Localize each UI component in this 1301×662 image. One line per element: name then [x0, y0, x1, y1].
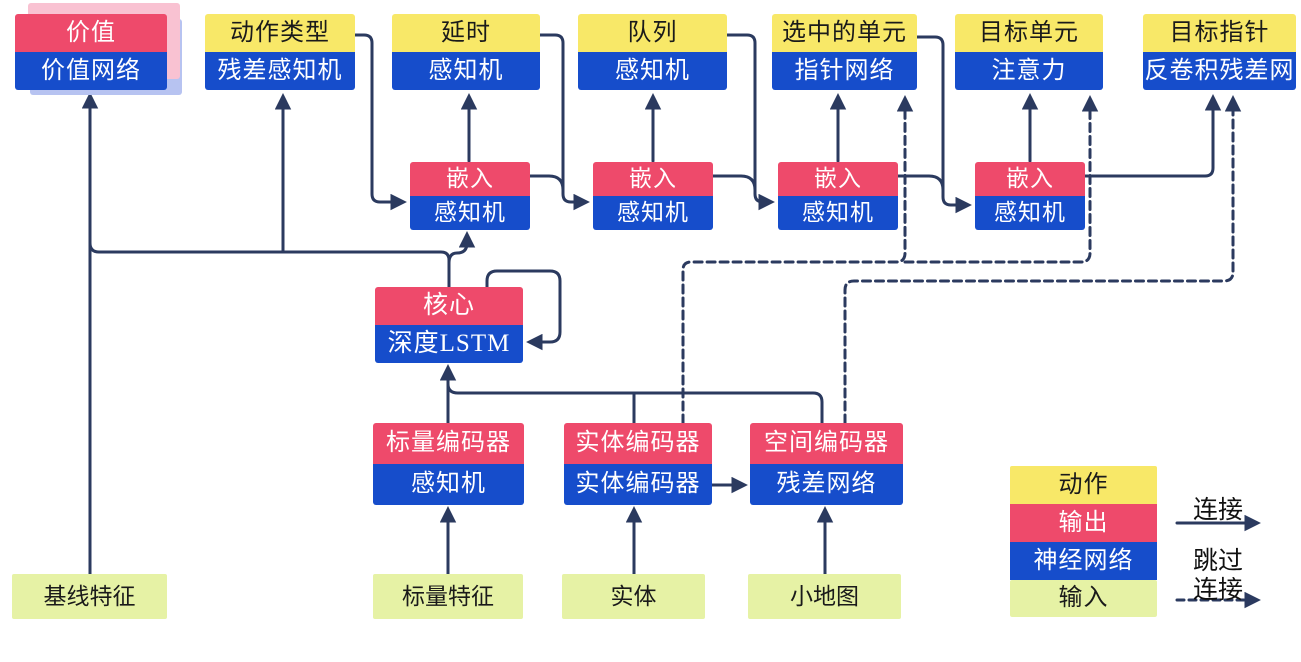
spatial-encoder-network-label: 残差网络 — [750, 464, 903, 505]
action-type-network-label: 残差感知机 — [205, 52, 355, 90]
edge-selected-units-to-embed-4 — [915, 35, 972, 214]
value-output-label: 价值 — [15, 14, 167, 52]
node-scalar-features: 标量特征 — [373, 574, 523, 619]
edge-core-to-embed-1 — [447, 231, 476, 289]
edge-delay-to-embed-2 — [538, 33, 590, 211]
node-spatial-encoder: 空间编码器 残差网络 — [750, 423, 903, 505]
edge-embed-1-out — [528, 174, 565, 192]
legend-output-label: 输出 — [1010, 504, 1157, 542]
queue-action-label: 队列 — [578, 14, 727, 52]
legend-neural-network-label: 神经网络 — [1010, 542, 1157, 580]
edge-embed-2-out — [711, 174, 757, 192]
embed-1-output-label: 嵌入 — [410, 162, 530, 196]
node-target-unit: 目标单元 注意力 — [955, 14, 1103, 90]
edge-core-recurrent-loop — [485, 269, 562, 351]
node-embed-2: 嵌入 感知机 — [593, 162, 713, 230]
legend-color-key: 动作 输出 神经网络 输入 — [1010, 466, 1157, 617]
embed-2-output-label: 嵌入 — [593, 162, 713, 196]
core-network-label: 深度LSTM — [375, 325, 523, 363]
embed-3-network-label: 感知机 — [778, 196, 898, 230]
target-unit-action-label: 目标单元 — [955, 14, 1103, 52]
target-unit-network-label: 注意力 — [955, 52, 1103, 90]
spatial-encoder-output-label: 空间编码器 — [750, 423, 903, 464]
selected-units-network-label: 指针网络 — [772, 52, 917, 90]
delay-network-label: 感知机 — [392, 52, 540, 90]
edge-embed-4-to-target-point — [1083, 94, 1222, 178]
edge-embed-3-out — [896, 174, 945, 192]
skip-spatial-to-target-point — [843, 95, 1242, 425]
node-embed-4: 嵌入 感知机 — [975, 162, 1085, 230]
target-point-network-label: 反卷积残差网 — [1143, 52, 1296, 90]
node-delay: 延时 感知机 — [392, 14, 540, 90]
embed-4-network-label: 感知机 — [975, 196, 1085, 230]
delay-action-label: 延时 — [392, 14, 540, 52]
embed-1-network-label: 感知机 — [410, 196, 530, 230]
entity-encoder-output-label: 实体编码器 — [564, 423, 712, 464]
skip-entity-to-target-unit — [903, 95, 1099, 264]
edge-core-output-bus — [88, 241, 451, 289]
action-type-action-label: 动作类型 — [205, 14, 355, 52]
legend-skip-label-line1: 跳过 — [1192, 548, 1243, 575]
legend-connection-label: 连接 — [1192, 497, 1243, 524]
queue-network-label: 感知机 — [578, 52, 727, 90]
embed-2-network-label: 感知机 — [593, 196, 713, 230]
value-network-label: 价值网络 — [15, 52, 167, 90]
node-embed-1: 嵌入 感知机 — [410, 162, 530, 230]
scalar-encoder-output-label: 标量编码器 — [373, 423, 524, 464]
node-baseline-features: 基线特征 — [12, 574, 167, 619]
node-embed-3: 嵌入 感知机 — [778, 162, 898, 230]
embed-4-output-label: 嵌入 — [975, 162, 1085, 196]
target-point-action-label: 目标指针 — [1143, 14, 1296, 52]
node-target-point: 目标指针 反卷积残差网 — [1143, 14, 1296, 90]
node-selected-units: 选中的单元 指针网络 — [772, 14, 917, 90]
selected-units-action-label: 选中的单元 — [772, 14, 917, 52]
legend-skip-label-line2: 连接 — [1192, 577, 1243, 604]
legend-action-label: 动作 — [1010, 466, 1157, 504]
node-entity-encoder: 实体编码器 实体编码器 — [564, 423, 712, 505]
node-scalar-encoder: 标量编码器 感知机 — [373, 423, 524, 505]
edge-encoder-bus — [446, 382, 824, 425]
edge-queue-to-embed-3 — [725, 33, 775, 211]
scalar-encoder-network-label: 感知机 — [373, 464, 524, 505]
node-entities: 实体 — [562, 574, 705, 619]
node-value: 价值 价值网络 — [15, 14, 167, 90]
node-core: 核心 深度LSTM — [375, 287, 523, 363]
embed-3-output-label: 嵌入 — [778, 162, 898, 196]
edge-action-type-to-embed-1 — [353, 33, 407, 211]
legend-input-label: 输入 — [1010, 580, 1157, 617]
node-queue: 队列 感知机 — [578, 14, 727, 90]
node-action-type: 动作类型 残差感知机 — [205, 14, 355, 90]
core-output-label: 核心 — [375, 287, 523, 325]
skip-entity-to-selected-units — [681, 95, 914, 425]
entity-encoder-network-label: 实体编码器 — [564, 464, 712, 505]
node-minimap: 小地图 — [748, 574, 901, 619]
